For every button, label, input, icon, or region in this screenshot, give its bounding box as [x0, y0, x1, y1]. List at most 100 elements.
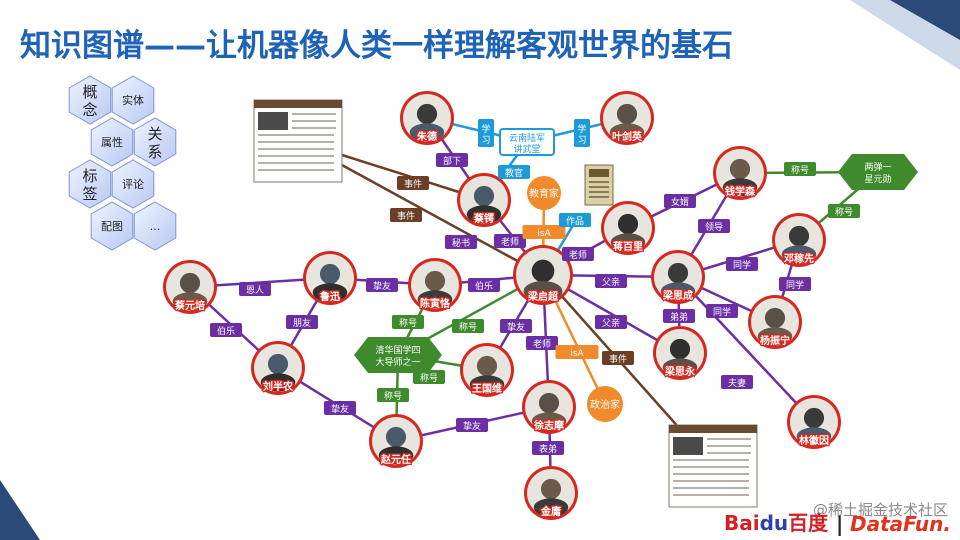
portrait-body — [533, 498, 569, 517]
person-node-yangzhenning[interactable]: 杨振宁 — [748, 295, 802, 349]
legend-hex-attribute: 属性 — [90, 117, 134, 167]
person-node-liangqichao[interactable]: 梁启超 — [513, 245, 573, 305]
label-title-6-text: 称号 — [384, 390, 402, 402]
person-node-liangsiyong[interactable]: 梁思永 — [653, 326, 707, 380]
concept-politician[interactable]: 政治家 — [587, 386, 623, 422]
label-title-2-text: 称号 — [459, 321, 477, 333]
person-name-zhude: 朱德 — [417, 130, 437, 143]
label-work: 作品 — [559, 213, 591, 227]
label-teacher-1: 老师 — [494, 234, 526, 248]
label-husband-text: 夫妻 — [728, 377, 746, 389]
label-event-3-text: 事件 — [609, 353, 627, 365]
label-son-in-law: 女婿 — [664, 194, 696, 208]
person-node-linhuiyin[interactable]: 林徽因 — [787, 395, 841, 449]
label-subordinate: 部下 — [436, 153, 468, 167]
portrait-body — [610, 233, 646, 252]
person-name-liangsicheng: 梁思成 — [662, 289, 693, 302]
person-node-jiangbaili[interactable]: 蒋百里 — [601, 201, 655, 255]
label-patron-1-text: 伯乐 — [475, 280, 493, 292]
portrait-head — [667, 262, 689, 284]
person-name-xuzhimo: 徐志摩 — [533, 419, 565, 432]
label-friend-1: 挚友 — [366, 278, 398, 292]
portrait-body — [378, 446, 414, 465]
label-isa-2-text: isA — [570, 349, 584, 359]
person-name-linhuiyin: 林徽因 — [799, 434, 829, 447]
person-node-luxun[interactable]: 鲁迅 — [303, 251, 357, 305]
legend-hex-concept: 概念 — [68, 75, 112, 125]
portrait-head — [538, 392, 560, 414]
person-node-chenyinke[interactable]: 陈寅恪 — [408, 258, 462, 312]
label-pal: 朋友 — [286, 315, 318, 329]
label-friend-1-text: 挚友 — [373, 280, 391, 292]
relation-labels: 学习学习教官部下事件事件秘书老师isA作品老师挚友伯乐恩人伯乐朋友称号称号挚友老… — [210, 119, 860, 455]
portrait-body — [466, 205, 502, 224]
legend-hex-relation: 关系 — [133, 117, 177, 167]
concept-educator[interactable]: 教育家 — [527, 176, 561, 210]
label-secretary: 秘书 — [445, 235, 477, 249]
portrait-body — [417, 290, 453, 309]
person-node-dengjiaxian[interactable]: 邓稼先 — [772, 213, 826, 267]
legend-label-relation: 关 — [147, 125, 162, 143]
legend-label-comment: 评论 — [122, 177, 144, 191]
label-friend-4: 挚友 — [456, 418, 488, 432]
legend-label-tag: 标 — [82, 167, 97, 185]
person-node-liangsicheng[interactable]: 梁思成 — [651, 250, 705, 304]
label-title-6: 称号 — [377, 388, 409, 402]
label-father-2-text: 父亲 — [602, 317, 620, 329]
person-node-zhaoyuanren[interactable]: 赵元任 — [369, 414, 423, 468]
label-classmate-3-text: 同学 — [713, 306, 731, 318]
label-teacher-2-text: 老师 — [569, 249, 587, 261]
person-name-liubannong: 刘半农 — [263, 380, 293, 393]
person-name-wangguowei: 王国维 — [472, 382, 502, 395]
label-title-1-text: 称号 — [399, 317, 417, 329]
label-secretary-text: 秘书 — [452, 237, 470, 249]
label-classmate-3: 同学 — [706, 304, 738, 318]
portrait-head — [616, 103, 638, 125]
portrait-body — [662, 358, 698, 377]
entity-nodes: 朱德 叶剑英蔡锷 钱学森蒋百里 邓稼先蔡元培 鲁迅陈寅恪梁启超梁思成 杨振宁刘半农 王国维 梁… — [163, 91, 918, 520]
person-node-zhude[interactable]: 朱德 — [400, 91, 454, 145]
concept-yunnan-line2: 讲武堂 — [513, 143, 540, 155]
portrait-body — [260, 373, 296, 392]
person-name-yejianying: 叶剑英 — [612, 130, 643, 143]
portrait-body — [609, 123, 645, 142]
portrait-head — [540, 478, 562, 500]
label-study-1-char: 习 — [481, 135, 490, 146]
portrait-body — [523, 280, 563, 302]
title-liangdan-line1: 两弹一 — [864, 161, 891, 173]
person-node-caiyuanpei[interactable]: 蔡元培 — [163, 260, 217, 314]
person-node-wangguowei[interactable]: 王国维 — [460, 343, 514, 397]
label-cousin: 表弟 — [532, 441, 564, 455]
label-cousin-text: 表弟 — [539, 443, 557, 455]
label-title-3: 称号 — [784, 162, 816, 176]
person-node-xuzhimo[interactable]: 徐志摩 — [522, 380, 576, 434]
label-title-5-text: 称号 — [420, 372, 438, 384]
label-teach-text: 教官 — [505, 167, 523, 179]
label-teach: 教官 — [498, 165, 530, 179]
person-node-caie[interactable]: 蔡锷 — [457, 173, 511, 227]
label-teacher-1-text: 老师 — [501, 236, 519, 248]
label-event-1: 事件 — [397, 176, 429, 190]
label-classmate-2-text: 同学 — [786, 279, 804, 291]
person-node-qianxuesen[interactable]: 钱学森 — [713, 146, 767, 200]
legend-hex-tag: 标签 — [68, 159, 112, 209]
person-node-jinyong[interactable]: 金庸 — [524, 466, 578, 520]
event-card-left — [253, 99, 343, 183]
label-title-3-text: 称号 — [791, 164, 809, 176]
person-node-yejianying[interactable]: 叶剑英 — [600, 91, 654, 145]
portrait-body — [660, 282, 696, 301]
label-study-1: 学习 — [478, 119, 494, 147]
person-node-liubannong[interactable]: 刘半农 — [251, 341, 305, 395]
portrait-head — [617, 213, 639, 235]
label-classmate-2: 同学 — [779, 277, 811, 291]
concept-educator-label: 教育家 — [529, 187, 559, 200]
portrait-head — [385, 426, 407, 448]
label-study-2: 学习 — [574, 119, 590, 147]
person-name-caie: 蔡锷 — [473, 212, 494, 225]
portrait-head — [416, 103, 438, 125]
portrait-head — [729, 158, 751, 180]
legend-hex-entity: 实体 — [111, 75, 155, 125]
